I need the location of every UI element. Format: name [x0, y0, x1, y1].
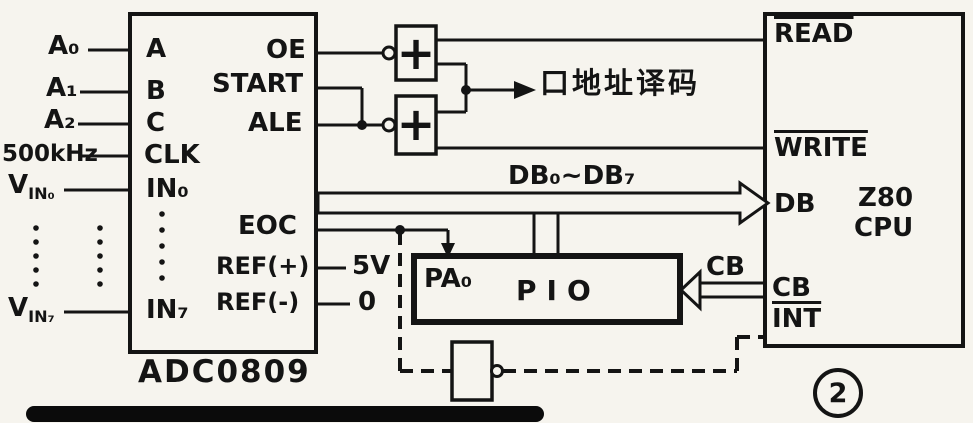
adc-pin-clk: CLK [144, 140, 200, 170]
junction-start-ale [357, 120, 367, 130]
adc-pin-in7: IN₇ [146, 295, 189, 325]
int-dashed-wires [398, 232, 765, 373]
junction-dots [357, 85, 471, 235]
control-wires [316, 38, 765, 306]
adc-pin-ref-minus: REF(-) [216, 288, 300, 316]
data-bus-label: DB₀~DB₇ [508, 161, 636, 191]
adc-pin-c: C [146, 108, 166, 138]
pio-pin-pa0: PA₀ [424, 264, 473, 294]
input-label-a2: A₂ [44, 105, 76, 135]
adc-pin-ref-plus: REF(+) [216, 252, 310, 280]
bottom-bar [26, 406, 544, 422]
cb-arrowhead-icon [678, 268, 702, 312]
adc-pin-b: B [146, 76, 166, 106]
adc-title: ADC0809 [138, 354, 311, 390]
adc-box [128, 12, 318, 354]
data-bus-arrow-icon [316, 180, 771, 226]
vin7-sub: IN₇ [28, 307, 55, 327]
adc-pin-ale: ALE [248, 108, 303, 138]
adc-pin-eoc: EOC [238, 211, 297, 241]
cpu-pin-int: INT [772, 304, 822, 334]
pio-title: PIO [516, 274, 601, 307]
ref-minus-value: 0 [358, 287, 377, 317]
input-label-vin0: VIN₀ [8, 170, 55, 204]
address-decoder-label: 口地址译码 [540, 66, 701, 100]
or-gate-1-symbol: + [396, 26, 436, 80]
junction-eoc [395, 225, 405, 235]
adc-pin-start: START [212, 69, 304, 99]
input-label-a1: A₁ [46, 73, 78, 103]
ref-plus-value: 5V [352, 251, 391, 281]
junction-decode [461, 85, 471, 95]
inverter-box [450, 340, 494, 402]
cpu-name-line1: Z80 [858, 183, 914, 213]
adc-pin-in0: IN₀ [146, 174, 189, 204]
vin0-base: V [8, 170, 29, 200]
cpu-pin-write: WRITE [774, 133, 868, 163]
input-label-a0: A₀ [48, 31, 80, 61]
cb-bus-label: CB [706, 252, 745, 282]
ellipsis-dots [33, 211, 165, 287]
gate2-bubble-icon [381, 117, 397, 133]
vin7-base: V [8, 293, 29, 323]
input-label-clock: 500kHz [2, 141, 98, 167]
decode-arrowhead-icon [514, 81, 536, 99]
cpu-pin-read: READ [774, 19, 854, 49]
inverter-bubble-icon [490, 364, 504, 378]
input-label-vin7: VIN₇ [8, 293, 55, 327]
input-wires [64, 48, 130, 314]
adc-pin-a: A [146, 34, 167, 64]
or-gate-2-symbol: + [396, 97, 436, 151]
gate1-bubble-icon [381, 45, 397, 61]
cpu-pin-cb: CB [772, 273, 811, 303]
cpu-pin-db: DB [774, 189, 816, 219]
vin0-sub: IN₀ [28, 184, 55, 204]
cpu-name-line2: CPU [854, 213, 914, 243]
eoc-arrowhead-icon [441, 243, 455, 258]
cpu-box [763, 12, 965, 348]
figure-number-badge: 2 [813, 368, 863, 418]
adc-pin-oe: OE [266, 35, 306, 65]
figure-number: 2 [828, 377, 848, 409]
